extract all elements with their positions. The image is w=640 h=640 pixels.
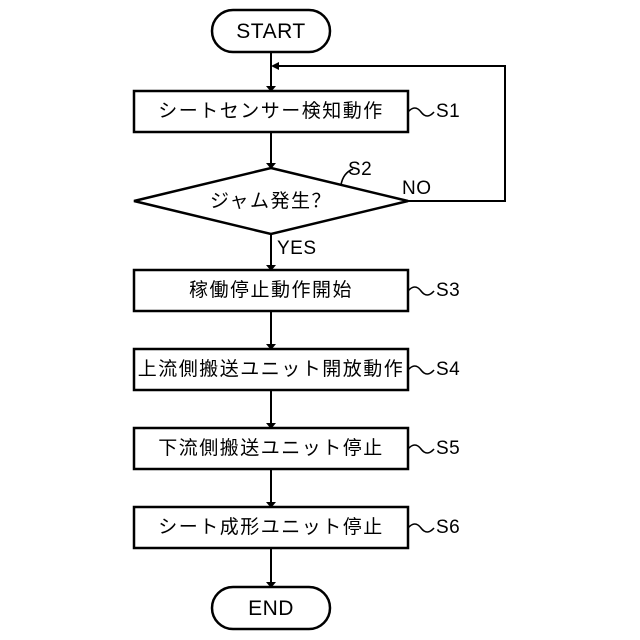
step-tag-s6: S6 [436, 517, 461, 538]
step-tag-s1: S1 [436, 101, 461, 122]
end-terminal-shape [210, 585, 332, 631]
step-tag-s3: S3 [436, 280, 461, 301]
leader-squiggle-s4 [407, 365, 435, 375]
process-box-s4 [132, 347, 410, 392]
arrowhead-no-loop [271, 62, 279, 70]
start-terminal-shape [210, 8, 332, 54]
connector-no-loop [277, 65, 506, 202]
branch-label-no: NO [402, 178, 432, 199]
process-box-s3 [132, 268, 410, 313]
process-box-s5 [132, 426, 410, 471]
leader-hook-s2 [340, 168, 354, 186]
step-tag-s2: S2 [348, 159, 373, 180]
leader-squiggle-s5 [407, 444, 435, 454]
leader-squiggle-s3 [407, 286, 435, 296]
leader-squiggle-s1 [407, 107, 435, 117]
step-tag-s5: S5 [436, 438, 461, 459]
leader-squiggle-s6 [407, 523, 435, 533]
branch-label-yes: YES [277, 238, 317, 259]
step-tag-s4: S4 [436, 359, 461, 380]
process-box-s1 [132, 89, 410, 134]
process-box-s6 [132, 505, 410, 550]
